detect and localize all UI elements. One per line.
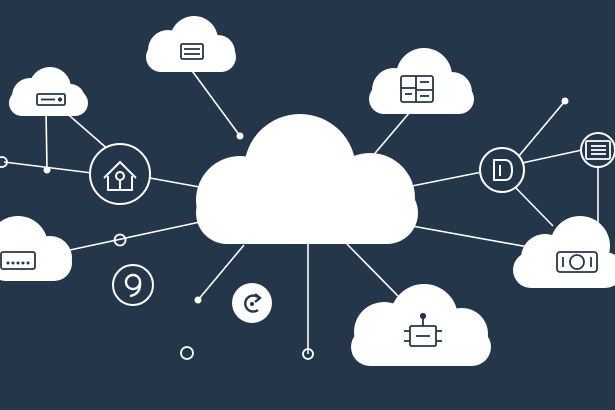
connector-line: [189, 67, 241, 137]
connector-line: [197, 244, 245, 301]
refresh-icon-node: [232, 283, 272, 323]
connector-dot: [236, 132, 244, 140]
list-icon-node: [580, 132, 615, 168]
satellite-cloud-top: [146, 16, 236, 72]
dashboard-icon: [400, 75, 434, 103]
network-switch-icon: [0, 251, 36, 270]
connector-line: [149, 177, 206, 189]
document-icon-node: [479, 147, 525, 193]
connector-line: [3, 161, 101, 175]
connector-line: [514, 186, 554, 227]
server-rack-icon: [180, 43, 204, 60]
connector-dot: [561, 97, 569, 105]
home-icon-node: [89, 143, 151, 205]
connector-line: [69, 221, 201, 251]
connector-ring: [302, 348, 314, 360]
connector-ring: [113, 233, 127, 247]
connector-line: [411, 171, 483, 187]
satellite-cloud-right: [513, 216, 615, 288]
connector-line: [521, 149, 583, 164]
loop-icon-node: [112, 264, 154, 306]
camera-icon: [556, 251, 598, 273]
loop-icon: [124, 273, 142, 298]
connector-line: [411, 225, 546, 251]
circuit-chip-icon: [404, 312, 442, 347]
list-icon: [585, 140, 611, 160]
connector-nodes: [0, 97, 569, 360]
hard-drive-icon: [36, 93, 66, 106]
refresh-icon: [244, 293, 262, 313]
connector-dot: [194, 296, 202, 304]
connector-line: [344, 241, 399, 297]
satellite-cloud-upper-right: [369, 48, 474, 114]
connector-line: [517, 100, 566, 158]
document-icon: [493, 159, 514, 181]
connector-line: [45, 109, 48, 171]
connector-dot: [43, 166, 51, 174]
satellite-cloud-bottom: [351, 284, 491, 366]
central-cloud: [196, 114, 418, 244]
home-icon: [103, 160, 137, 191]
connector-ring: [0, 156, 8, 168]
connector-ring: [180, 346, 194, 360]
satellite-cloud-left: [0, 216, 72, 281]
satellite-cloud-upper-left: [9, 67, 88, 116]
